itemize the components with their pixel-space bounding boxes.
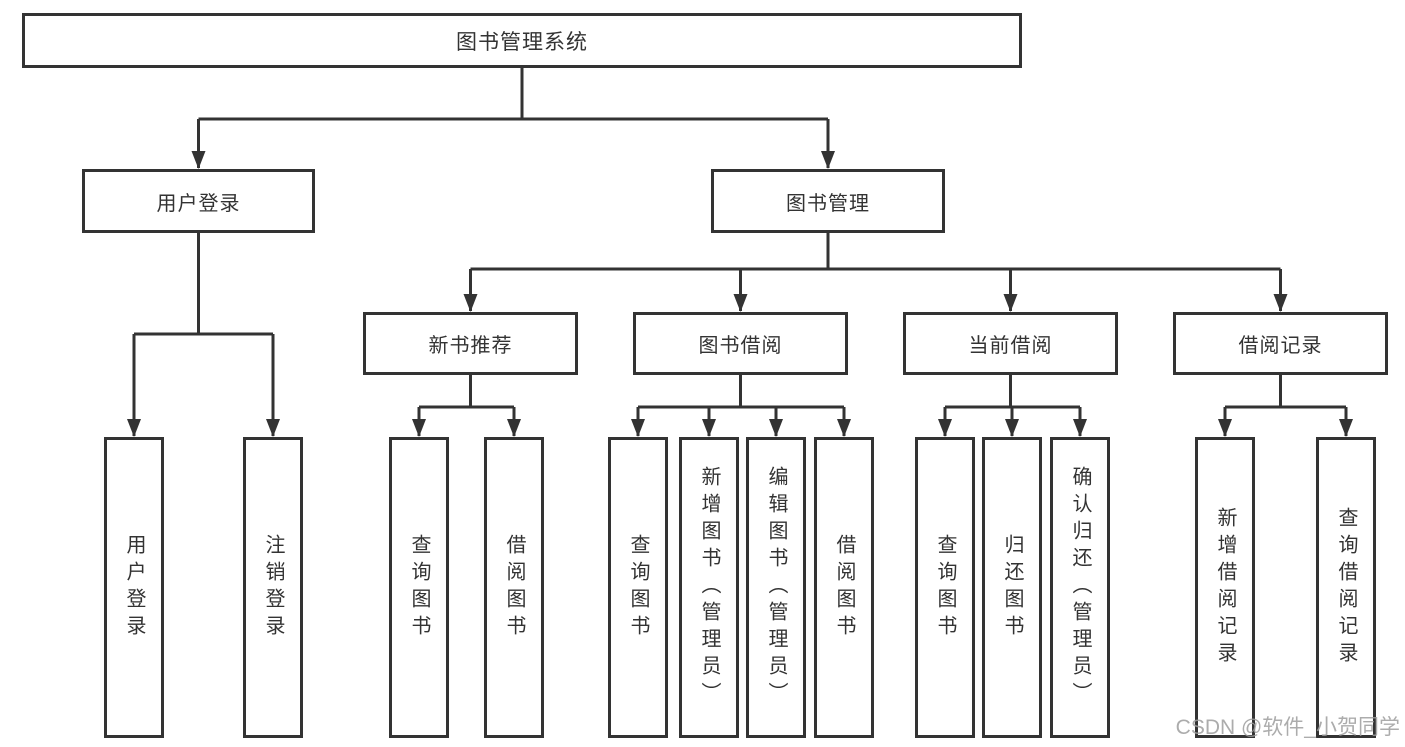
node-user-login-branch: 用户登录 — [82, 169, 315, 233]
node-label: 查询借阅记录 — [1335, 506, 1357, 669]
leaf-query-books-borrow: 查询图书 — [608, 437, 668, 738]
leaf-return-books: 归还图书 — [982, 437, 1042, 738]
node-current-borrowing: 当前借阅 — [903, 312, 1118, 375]
node-label: 查询图书 — [627, 533, 649, 642]
node-library-management-system: 图书管理系统 — [22, 13, 1022, 68]
node-label: 确认归还（管理员） — [1069, 466, 1091, 709]
node-label: 借阅图书 — [833, 533, 855, 642]
node-label: 归还图书 — [1001, 533, 1023, 642]
node-label: 用户登录 — [156, 192, 241, 215]
csdn-watermark: CSDN @软件_小贺同学 — [1175, 716, 1400, 739]
leaf-edit-books-admin: 编辑图书（管理员） — [746, 437, 806, 738]
node-label: 图书管理系统 — [456, 30, 588, 54]
node-new-book-recommendation: 新书推荐 — [363, 312, 578, 375]
node-label: 图书借阅 — [698, 335, 783, 357]
node-borrowing-records: 借阅记录 — [1173, 312, 1388, 375]
leaf-query-borrow-record: 查询借阅记录 — [1316, 437, 1376, 738]
node-book-borrowing: 图书借阅 — [633, 312, 848, 375]
node-label: 借阅图书 — [503, 533, 525, 642]
node-label: 新书推荐 — [428, 335, 513, 357]
node-label: 查询图书 — [408, 533, 430, 642]
leaf-query-books-current: 查询图书 — [915, 437, 975, 738]
node-label: 注销登录 — [262, 533, 284, 642]
node-label: 当前借阅 — [968, 335, 1053, 357]
node-label: 新增借阅记录 — [1214, 506, 1236, 669]
node-label: 图书管理 — [786, 192, 870, 215]
leaf-add-borrow-record: 新增借阅记录 — [1195, 437, 1255, 738]
leaf-borrow-books: 借阅图书 — [814, 437, 874, 738]
node-label: 新增图书（管理员） — [698, 466, 720, 709]
leaf-logout: 注销登录 — [243, 437, 303, 738]
leaf-add-books-admin: 新增图书（管理员） — [679, 437, 739, 738]
node-label: 借阅记录 — [1238, 335, 1323, 357]
leaf-query-books-recommend: 查询图书 — [389, 437, 449, 738]
leaf-borrow-books-recommend: 借阅图书 — [484, 437, 544, 738]
leaf-user-login: 用户登录 — [104, 437, 164, 738]
leaf-confirm-return-admin: 确认归还（管理员） — [1050, 437, 1110, 738]
node-book-management-branch: 图书管理 — [711, 169, 945, 233]
node-label: 查询图书 — [934, 533, 956, 642]
node-label: 用户登录 — [123, 533, 145, 642]
node-label: 编辑图书（管理员） — [765, 466, 787, 709]
